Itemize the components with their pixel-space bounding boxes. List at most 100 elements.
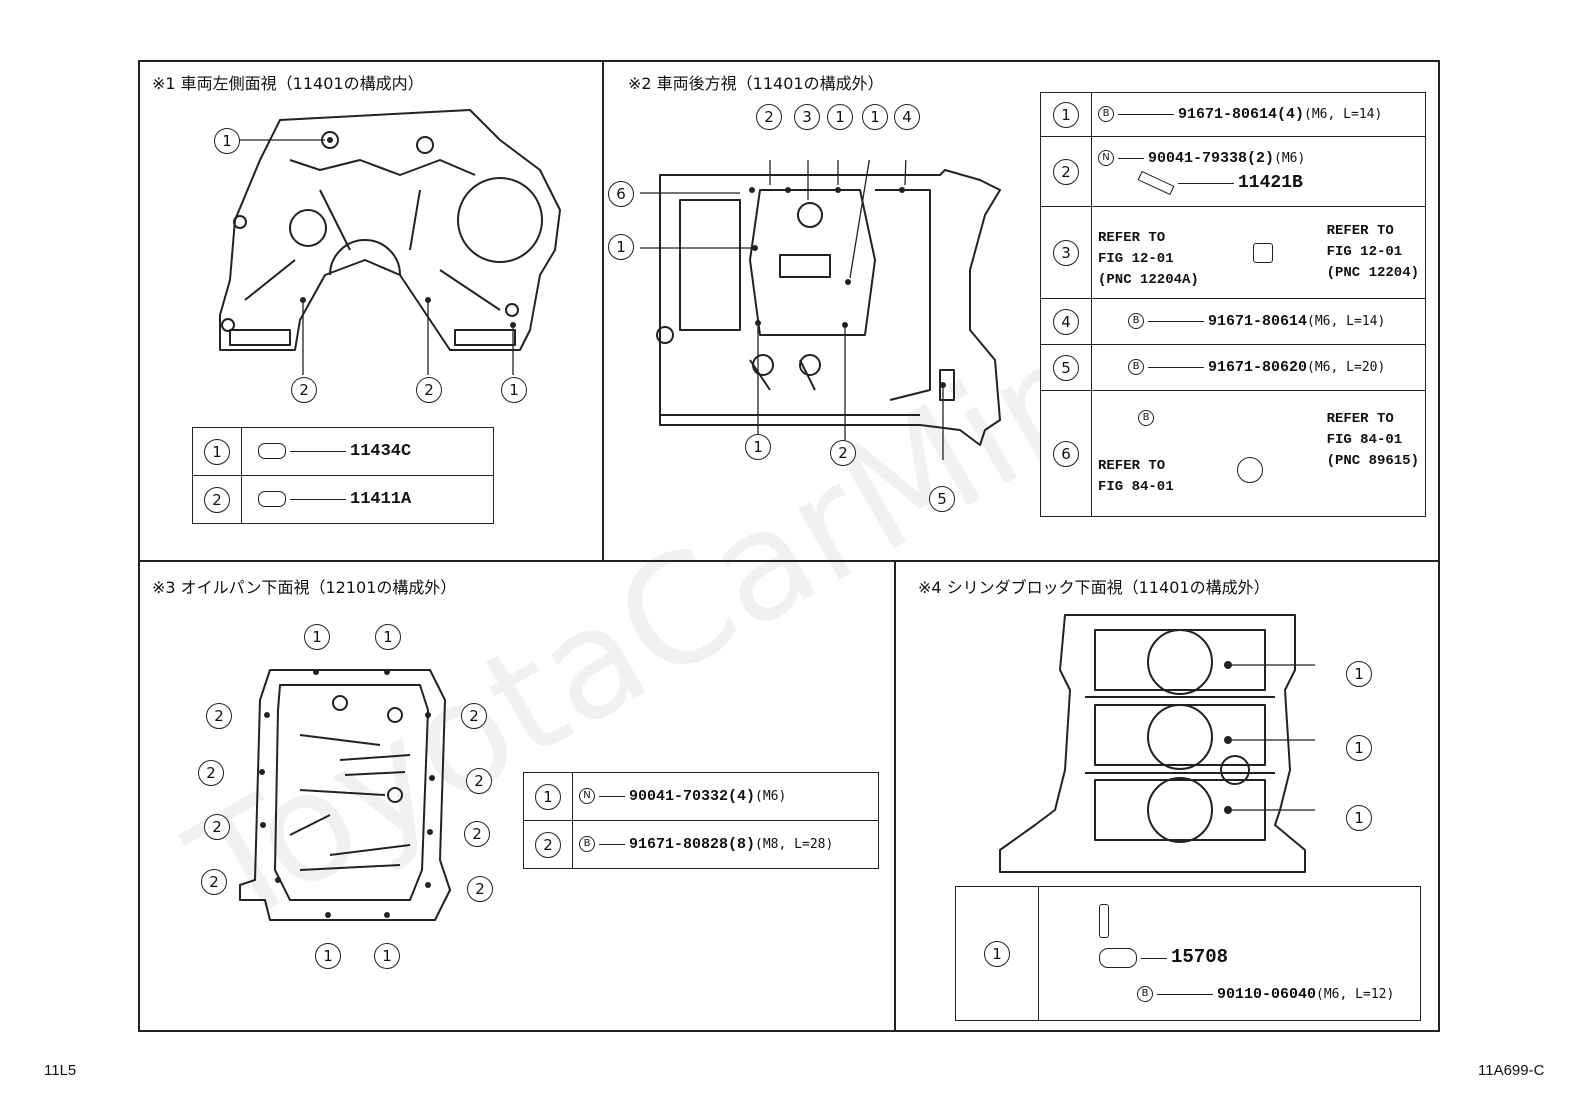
ref-text: (PNC 12204A) (1098, 272, 1199, 288)
engine-block-side-view (219, 109, 561, 375)
panel3-callout: 2 (198, 760, 224, 786)
panel3-title: ※3 オイルパン下面視（12101の構成外） (152, 578, 457, 597)
legend-row: 4 B 91671-80614(M6, L=14) (1040, 298, 1426, 345)
bolt-marker-icon: B (1098, 106, 1114, 123)
stud-icon (1137, 170, 1175, 196)
panel3-callout: 2 (461, 703, 487, 729)
part-number: 11434C (350, 442, 412, 461)
cylinder-block-bottom-view (999, 614, 1315, 873)
panel4-callout: 1 (1346, 735, 1372, 761)
panel3-callout: 1 (304, 624, 330, 650)
ref-text: FIG 12-01 (1326, 244, 1403, 260)
panel1-legend: 1 11434C 2 11411A (192, 427, 494, 524)
legend-row: 1 15708 B 90110-06040(M6, L=12) (955, 886, 1421, 1021)
part-number: 90041-70332(4) (629, 788, 756, 805)
panel3-callout: 2 (201, 869, 227, 895)
part-number-2: 90110-06040 (1217, 986, 1317, 1004)
panel4-callout: 1 (1346, 661, 1372, 687)
panel2-callout: 1 (827, 104, 853, 130)
jet-icon (1099, 948, 1137, 969)
legend-num: 2 (1053, 158, 1079, 185)
sensor-icon (1237, 457, 1264, 483)
bolt-marker-icon: B (1138, 410, 1154, 427)
panel4-legend: 1 15708 B 90110-06040(M6, L=12) (955, 886, 1421, 1021)
panel1-callout: 1 (501, 377, 527, 403)
panel4-frame (894, 560, 1440, 1032)
panel4-title: ※4 シリンダブロック下面視（11401の構成外） (918, 578, 1270, 597)
part-spec: (M8, L=28) (755, 837, 834, 852)
panel1-callout: 2 (291, 377, 317, 403)
pipe-icon (1099, 903, 1109, 938)
panel1-title: ※1 車両左側面視（11401の構成内） (152, 74, 424, 93)
legend-num: 5 (1053, 354, 1079, 381)
legend-row: 6 B REFER TO FIG 84-01 REFER TO FIG 84-0… (1040, 390, 1426, 517)
ref-text: FIG 84-01 (1098, 479, 1174, 495)
sub-part-number: 11421B (1238, 173, 1303, 193)
legend-num: 1 (204, 438, 230, 465)
legend-num: 1 (1053, 101, 1079, 128)
oil-pan-bottom-view (239, 669, 451, 921)
bolt-marker-icon: B (1128, 313, 1144, 330)
footer-left-code: 11L5 (44, 1062, 77, 1079)
legend-num: 2 (204, 486, 230, 513)
panel3-callout: 2 (206, 703, 232, 729)
panel1-callout: 2 (416, 377, 442, 403)
legend-num: 1 (535, 783, 561, 810)
reference-left: REFER TO FIG 12-01 (PNC 12204A) (1098, 214, 1199, 291)
legend-row: 2 11411A (192, 475, 494, 524)
panel3-callout: 1 (315, 943, 341, 969)
legend-num: 4 (1053, 308, 1079, 335)
ref-text: REFER TO (1098, 458, 1166, 474)
part-spec: (M6) (1274, 151, 1306, 166)
reference-right: REFER TO FIG 84-01 (PNC 89615) (1327, 409, 1419, 498)
panel2-callout: 2 (756, 104, 782, 130)
legend-num: 1 (984, 940, 1010, 967)
part-number: 11411A (350, 490, 412, 509)
panel2-callout: 4 (894, 104, 920, 130)
part-number: 91671-80614 (1208, 313, 1308, 330)
reference-left: B REFER TO FIG 84-01 (1098, 409, 1174, 498)
plug-icon (1252, 242, 1273, 263)
ref-text: REFER TO (1326, 223, 1394, 239)
panel3-callout: 1 (374, 943, 400, 969)
ref-text: FIG 84-01 (1326, 432, 1403, 448)
sleeve-icon (258, 443, 286, 460)
pin-icon (258, 491, 286, 508)
panel3-callout: 1 (375, 624, 401, 650)
ref-text: REFER TO (1098, 230, 1166, 246)
part-spec: (M6, L=14) (1307, 314, 1386, 329)
part-spec: (M6, L=12) (1316, 987, 1395, 1003)
ref-text: FIG 12-01 (1098, 251, 1174, 267)
legend-num: 3 (1053, 239, 1079, 266)
legend-row: 1 11434C (192, 427, 494, 476)
part-spec: (M6, L=20) (1307, 360, 1386, 375)
legend-num: 2 (535, 831, 561, 858)
bolt-marker-icon: B (1128, 359, 1144, 376)
panel1-callout: 1 (214, 128, 240, 154)
panel3-callout: 2 (464, 821, 490, 847)
ref-text: (PNC 89615) (1326, 453, 1419, 469)
reference-right: REFER TO FIG 12-01 (PNC 12204) (1327, 221, 1419, 284)
bolt-marker-icon: B (1137, 986, 1153, 1003)
part-number: 90041-79338(2) (1148, 150, 1275, 167)
part-spec: (M6) (755, 789, 787, 804)
panel2-callout: 6 (608, 181, 634, 207)
panel2-callout: 5 (929, 486, 955, 512)
panel3-callout: 2 (467, 876, 493, 902)
panel3-callout: 2 (466, 768, 492, 794)
panel2-callout: 1 (862, 104, 888, 130)
part-spec: (M6, L=14) (1304, 107, 1383, 122)
part-number: 15708 (1171, 945, 1229, 968)
part-number: 91671-80828(8) (629, 836, 756, 853)
panel2-callout: 1 (745, 434, 771, 460)
panel4-callout: 1 (1346, 805, 1372, 831)
panel2-callout: 2 (830, 440, 856, 466)
